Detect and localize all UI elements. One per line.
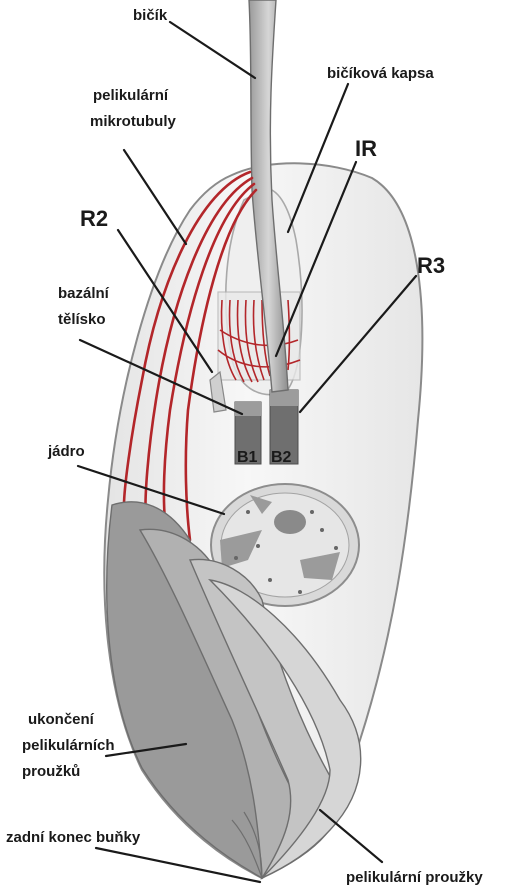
leader-pellicular-strips: [320, 810, 382, 862]
basal-body-region: [218, 292, 300, 382]
label-b2: B2: [271, 449, 292, 466]
label-pellicular-microtubules-line1: pelikulární: [93, 87, 169, 104]
label-basal-body-line1: bazální: [58, 285, 110, 302]
label-b1: B1: [237, 449, 258, 466]
label-ir: IR: [355, 136, 377, 161]
label-strip-end-line1: ukončení: [28, 711, 95, 728]
label-basal-body-line2: tělísko: [58, 311, 106, 328]
label-flagellum: bičík: [133, 7, 168, 24]
leader-flagellum: [170, 22, 255, 78]
label-flagellar-pocket: bičíková kapsa: [327, 65, 434, 82]
label-posterior-end: zadní konec buňky: [6, 829, 141, 846]
label-nucleus: jádro: [47, 443, 85, 460]
label-r3: R3: [417, 253, 445, 278]
label-strip-end-line3: proužků: [22, 763, 80, 780]
label-pellicular-microtubules-line2: mikrotubuly: [90, 113, 176, 130]
label-r2: R2: [80, 206, 108, 231]
label-strip-end-line2: pelikulárních: [22, 737, 115, 754]
label-pellicular-strips: pelikulární proužky: [346, 869, 483, 886]
leader-pellicular-microtubules: [124, 150, 186, 244]
